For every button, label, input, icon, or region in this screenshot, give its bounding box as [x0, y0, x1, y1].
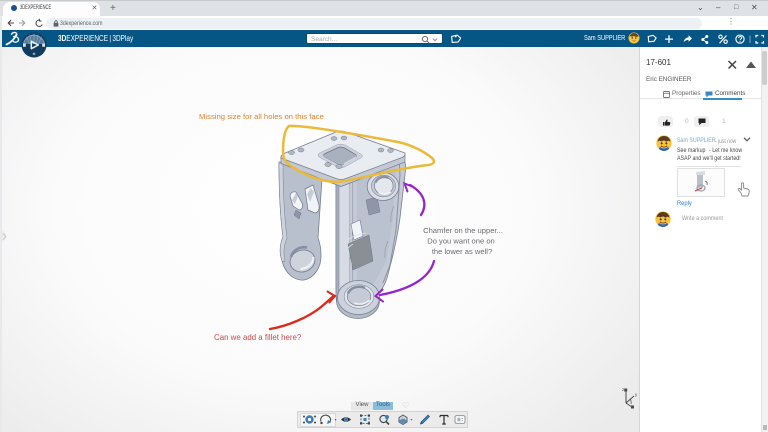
svg-text:Missing size for all holes on: Missing size for all holes on this face [199, 112, 324, 121]
svg-text:the lower as well?: the lower as well? [432, 247, 492, 256]
svg-text:Can we add a fillet here?: Can we add a fillet here? [214, 333, 302, 342]
svg-text:Do you want one on: Do you want one on [427, 237, 495, 246]
svg-text:Chamfer on the upper...: Chamfer on the upper... [423, 226, 503, 235]
svg-text:z: z [622, 387, 625, 392]
svg-text:y: y [635, 392, 638, 397]
